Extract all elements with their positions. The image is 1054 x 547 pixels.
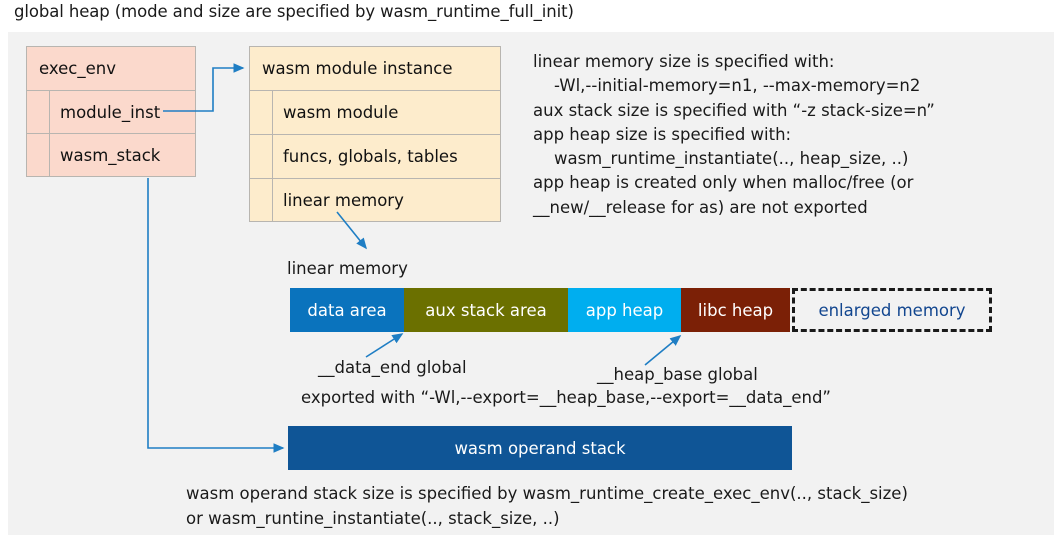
indent-gutter xyxy=(250,135,273,178)
wasm-stack-label: wasm_stack xyxy=(60,145,161,165)
spec-notes-text: linear memory size is specified with: -W… xyxy=(533,52,935,217)
operand-stack-notes-text: wasm operand stack size is specified by … xyxy=(186,484,908,528)
exec-env-field-module-inst: module_inst xyxy=(27,91,195,134)
wmi-field-funcs-globals-tables: funcs, globals, tables xyxy=(250,135,500,179)
funcs-globals-tables-label: funcs, globals, tables xyxy=(283,147,458,166)
data-end-global-annotation: __data_end global xyxy=(318,358,467,377)
wasm-module-label: wasm module xyxy=(283,103,399,122)
wmi-field-wasm-module: wasm module xyxy=(250,91,500,135)
exec-env-header: exec_env xyxy=(27,47,195,91)
memory-segment-data-area: data area xyxy=(290,288,404,332)
exported-with-annotation: exported with “-Wl,--export=__heap_base,… xyxy=(301,388,831,407)
wasm-operand-stack-box: wasm operand stack xyxy=(288,426,792,470)
wmi-field-linear-memory: linear memory xyxy=(250,179,500,222)
exec-env-box: exec_env module_inst wasm_stack xyxy=(26,46,196,177)
page-title: global heap (mode and size are specified… xyxy=(14,2,574,21)
wasm-module-instance-box: wasm module instance wasm module funcs, … xyxy=(249,46,501,222)
memory-segment-aux-stack-area: aux stack area xyxy=(404,288,568,332)
indent-gutter xyxy=(250,179,273,222)
heap-base-global-annotation: __heap_base global xyxy=(597,365,758,384)
wasm-module-instance-header: wasm module instance xyxy=(250,47,500,91)
indent-gutter xyxy=(27,91,50,133)
linear-memory-label: linear memory xyxy=(283,191,404,210)
module-inst-label: module_inst xyxy=(60,102,161,122)
indent-gutter xyxy=(27,134,50,176)
memory-segment-app-heap: app heap xyxy=(568,288,681,332)
linear-memory-bar: data area aux stack area app heap libc h… xyxy=(290,288,992,332)
memory-segment-libc-heap: libc heap xyxy=(681,288,790,332)
memory-segment-enlarged-memory: enlarged memory xyxy=(792,288,992,332)
linear-memory-caption: linear memory xyxy=(287,259,408,278)
indent-gutter xyxy=(250,91,273,134)
exec-env-field-wasm-stack: wasm_stack xyxy=(27,134,195,176)
